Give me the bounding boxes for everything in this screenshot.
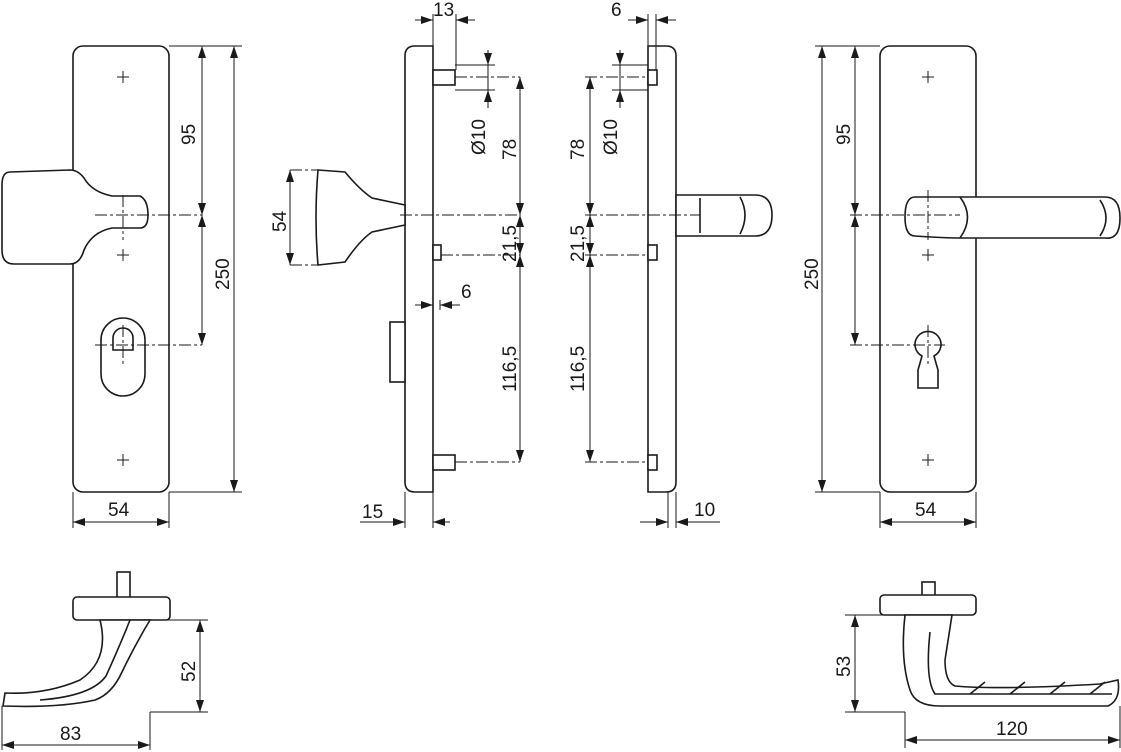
dim-120: 120 bbox=[996, 719, 1028, 740]
side-knob-view: 13 Ø10 78 54 21,5 116,5 6 15 bbox=[270, 0, 524, 528]
dim-116-5: 116,5 bbox=[500, 346, 521, 392]
dim-54: 54 bbox=[108, 500, 130, 521]
cylinder-hole bbox=[112, 327, 134, 351]
dim-diameter-10: Ø10 bbox=[601, 119, 622, 155]
lock-stub bbox=[389, 321, 406, 383]
backplate-side bbox=[404, 45, 434, 493]
side-lever-view: 6 Ø10 78 21,5 116,5 10 bbox=[568, 0, 773, 528]
lever-profile bbox=[902, 614, 1120, 707]
dim-21-5: 21,5 bbox=[568, 225, 589, 262]
knob bbox=[1, 169, 149, 265]
dim-21-5: 21,5 bbox=[500, 225, 521, 262]
pin-top bbox=[432, 69, 456, 86]
pin-mid bbox=[432, 244, 442, 261]
dim-95: 95 bbox=[179, 124, 200, 145]
dim-diameter-10: Ø10 bbox=[469, 119, 490, 155]
dim-10: 10 bbox=[694, 500, 715, 521]
backplate bbox=[72, 45, 170, 493]
dim-6: 6 bbox=[461, 282, 472, 303]
rosette bbox=[879, 594, 977, 616]
knob-side bbox=[315, 169, 406, 266]
dim-54: 54 bbox=[915, 500, 937, 521]
dim-6-top: 6 bbox=[611, 0, 622, 21]
screw-hole-icons bbox=[117, 71, 129, 466]
lever-profile-view: 53 120 bbox=[834, 581, 1121, 748]
spindle bbox=[921, 581, 936, 597]
dim-52: 52 bbox=[179, 661, 200, 682]
dim-15: 15 bbox=[362, 502, 383, 523]
pin-bottom bbox=[432, 454, 456, 471]
backplate-side bbox=[647, 45, 677, 493]
cylinder-hole bbox=[914, 330, 942, 389]
lever bbox=[904, 196, 1121, 239]
dim-95: 95 bbox=[834, 124, 855, 145]
dim-54-knob: 54 bbox=[270, 210, 291, 232]
dim-250: 250 bbox=[802, 258, 823, 290]
dim-13: 13 bbox=[433, 0, 454, 21]
front-lever-view: 95 250 54 bbox=[802, 45, 1121, 528]
dim-78: 78 bbox=[568, 139, 589, 160]
knob-profile bbox=[2, 619, 152, 708]
pin-mid bbox=[647, 244, 658, 261]
knob-profile-view: 52 83 bbox=[1, 571, 208, 750]
dim-250: 250 bbox=[213, 258, 234, 290]
dim-83: 83 bbox=[60, 724, 81, 745]
dim-116-5: 116,5 bbox=[568, 346, 589, 392]
pin-bottom bbox=[647, 454, 658, 471]
dim-53: 53 bbox=[834, 656, 855, 677]
screw-hole-icons bbox=[922, 71, 934, 466]
pin-top bbox=[647, 69, 658, 86]
backplate bbox=[879, 45, 977, 493]
rosette bbox=[72, 596, 171, 621]
spindle bbox=[116, 571, 131, 599]
dim-78: 78 bbox=[500, 139, 521, 160]
front-knob-view: 95 250 54 bbox=[1, 45, 242, 528]
